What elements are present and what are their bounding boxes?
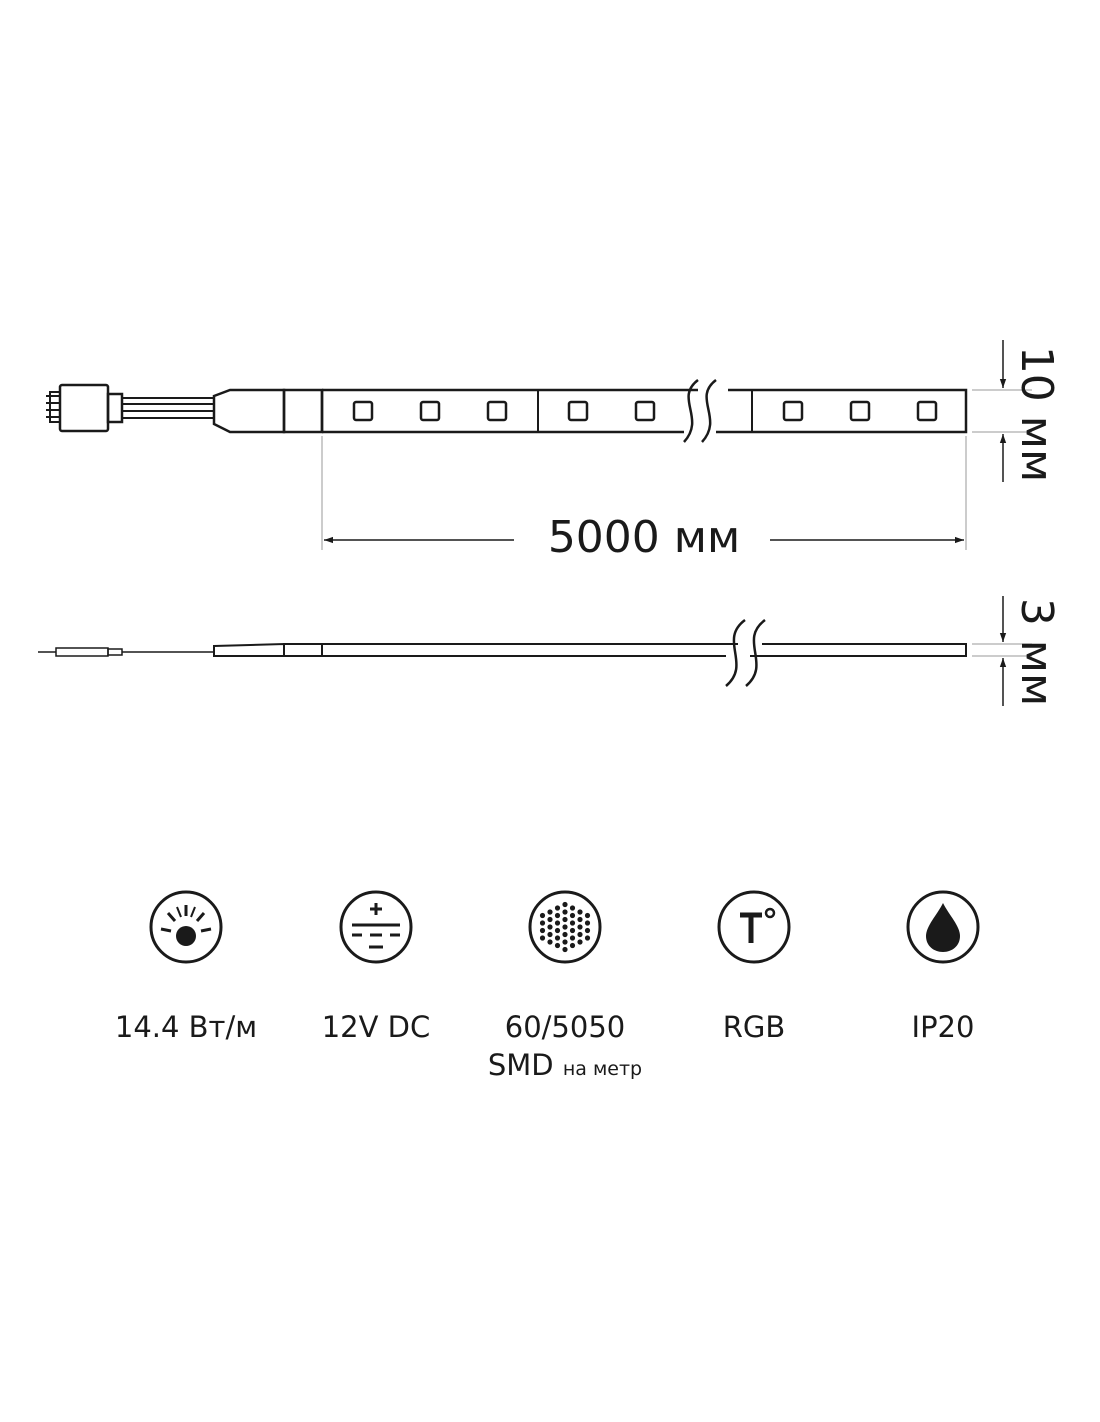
spec-protection-value: IP20	[911, 1010, 975, 1044]
led-dot	[539, 927, 546, 934]
strip-side-view	[38, 618, 967, 687]
led-dot	[584, 927, 591, 934]
led-dot	[562, 939, 568, 945]
strip-body	[320, 388, 698, 434]
led-dot	[554, 920, 561, 926]
spec-leds: 60/5050 SMD на метр	[455, 1008, 675, 1088]
width-dimension	[972, 340, 1032, 482]
led-dot	[584, 912, 591, 919]
strip-plug	[212, 388, 286, 434]
led-dot	[577, 939, 583, 945]
length-dimension	[321, 436, 967, 550]
led-dot	[569, 912, 576, 919]
led-dot	[562, 901, 568, 908]
spec-protection: IP20	[833, 1008, 1053, 1046]
spec-power: 14.4 Вт/м	[76, 1008, 296, 1046]
wires	[122, 397, 214, 419]
temperature-icon	[717, 890, 791, 964]
led-dot	[562, 909, 568, 915]
led-dot	[547, 939, 553, 945]
led-dot	[562, 924, 568, 930]
led-dot	[569, 927, 576, 934]
led-dot	[584, 935, 591, 941]
connector-pins	[46, 391, 61, 423]
led-dot	[584, 920, 591, 926]
led-dot	[554, 927, 561, 934]
led-dot	[554, 935, 561, 941]
spec-voltage-value: 12V DC	[321, 1010, 431, 1044]
spec-color: RGB	[644, 1008, 864, 1046]
strip-top-view	[46, 379, 968, 443]
led-dot	[547, 909, 553, 915]
led-dot	[562, 946, 568, 953]
spec-color-value: RGB	[722, 1010, 786, 1044]
spec-voltage: 12V DC	[266, 1008, 486, 1046]
led-dot	[577, 916, 583, 923]
led-dot	[539, 935, 546, 941]
led-dot	[554, 912, 561, 919]
connector-housing	[58, 383, 110, 433]
break-mark	[683, 379, 699, 443]
led-dot	[569, 920, 576, 926]
thickness-label: 3 мм	[1011, 598, 1062, 706]
led-dot	[569, 905, 576, 911]
spec-leds-per-meter: на метр	[562, 1058, 643, 1080]
led-dot	[547, 931, 553, 938]
led-dot	[554, 905, 561, 911]
spec-leds-type: SMD	[487, 1048, 554, 1082]
led-dot	[562, 931, 568, 938]
spec-leds-value: 60/5050	[504, 1010, 626, 1044]
width-label: 10 мм	[1011, 346, 1062, 482]
led-dot	[577, 924, 583, 930]
led-dot	[562, 916, 568, 923]
led-dot	[577, 909, 583, 915]
spec-power-value: 14.4 Вт/м	[114, 1010, 258, 1044]
led-dot	[547, 924, 553, 930]
led-dot	[554, 942, 561, 949]
led-dot	[547, 916, 553, 923]
led-dot	[569, 935, 576, 941]
led-chips	[352, 400, 938, 422]
led-matrix-icon	[528, 890, 602, 964]
length-label: 5000 мм	[548, 512, 740, 563]
led-dot	[569, 942, 576, 949]
led-dot	[577, 931, 583, 938]
break-mark	[725, 618, 746, 687]
power-sun-icon	[149, 890, 223, 964]
led-dot	[539, 920, 546, 926]
led-dot	[539, 912, 546, 919]
thickness-dimension	[972, 596, 1032, 706]
water-drop-icon	[906, 890, 980, 964]
dc-voltage-icon	[339, 890, 413, 964]
